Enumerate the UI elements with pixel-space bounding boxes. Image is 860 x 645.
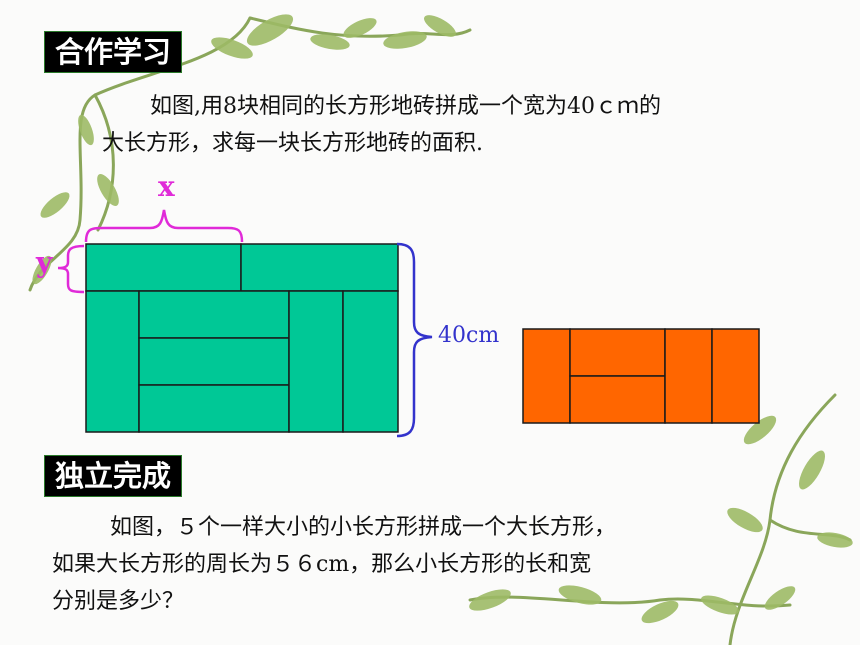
x-label: x (158, 170, 175, 203)
tile (342, 290, 399, 433)
problem-2-line-1: 如图，５个一样大小的小长方形拼成一个大长方形， (110, 515, 617, 540)
tile (569, 328, 666, 377)
section-title-independent-work: 独立完成 (44, 455, 183, 497)
tile (288, 290, 344, 433)
problem-1-text: 如图,用8块相同的长方形地砖拼成一个宽为40ｃｍ的 大长方形，求每一块长方形地砖… (102, 88, 822, 162)
problem-1-line-1: 如图,用8块相同的长方形地砖拼成一个宽为40ｃｍ的 (150, 94, 661, 119)
tile (711, 328, 760, 424)
problem-2-line-3: 分别是多少？ (52, 589, 185, 614)
problem-2-line-2: 如果大长方形的周长为５６cm，那么小长方形的长和宽 (52, 552, 592, 577)
tile (85, 290, 140, 433)
tile (664, 328, 713, 424)
problem-1-line-2: 大长方形，求每一块长方形地砖的面积. (102, 131, 483, 156)
section-title-cooperative-learning: 合作学习 (44, 31, 183, 73)
y-label: y (36, 246, 53, 279)
tile (569, 375, 666, 424)
problem-2-text: 如图，５个一样大小的小长方形拼成一个大长方形， 如果大长方形的周长为５６cm，那… (52, 509, 792, 620)
tile (138, 384, 290, 433)
y-brace (57, 244, 85, 294)
tile (138, 337, 290, 386)
height-brace (396, 242, 433, 438)
height-label: 40cm (438, 323, 500, 348)
tile (240, 243, 399, 292)
tile (522, 328, 571, 424)
x-brace (84, 209, 244, 243)
